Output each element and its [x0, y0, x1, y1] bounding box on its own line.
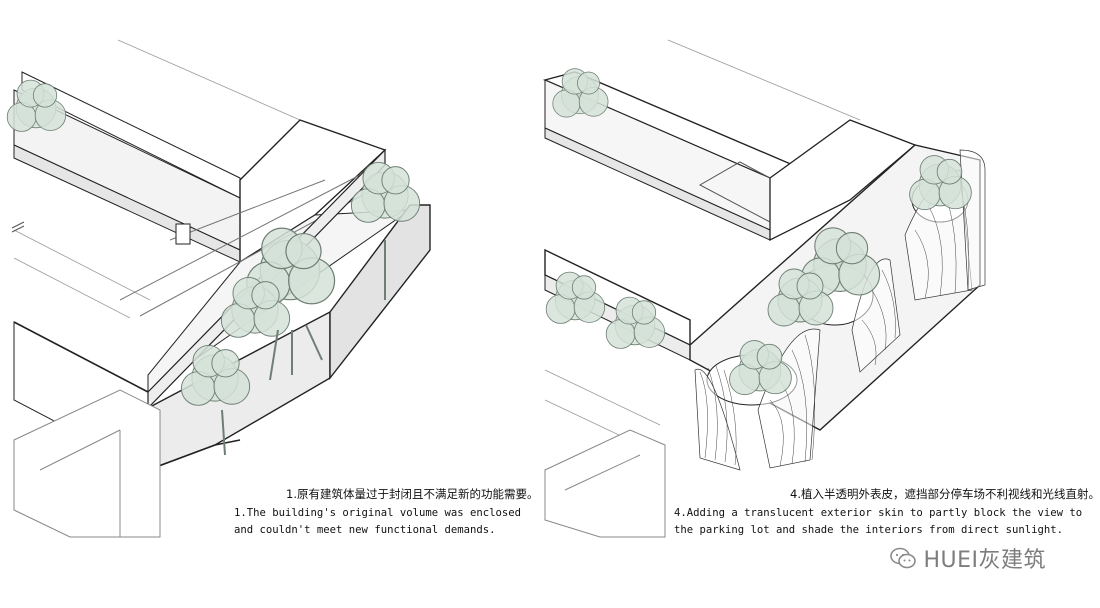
right-caption-english-line-1: 4.Adding a translucent exterior skin to … — [674, 507, 1083, 519]
left-trees — [6, 79, 421, 456]
watermark: HUEI灰建筑 — [889, 542, 1046, 574]
right-caption-chinese: 4.植入半透明外表皮，遮挡部分停车场不利视线和光线直射。 — [790, 487, 1100, 501]
left-axonometric-drawing — [11, 39, 431, 538]
wechat-icon — [890, 547, 917, 569]
left-caption-english-line-2: and couldn't meet new functional demands… — [234, 524, 496, 536]
left-caption-english: 1.The building's original volume was enc… — [234, 505, 521, 539]
left-caption-english-line-1: 1.The building's original volume was enc… — [234, 507, 522, 519]
right-caption-english: 4.Adding a translucent exterior skin to … — [674, 505, 1082, 539]
right-caption-english-line-2: the parking lot and shade the interiors … — [674, 524, 1064, 536]
left-caption-chinese: 1.原有建筑体量过于封闭且不满足新的功能需要。 — [286, 487, 539, 501]
watermark-text: HUEI灰建筑 — [923, 548, 1046, 573]
